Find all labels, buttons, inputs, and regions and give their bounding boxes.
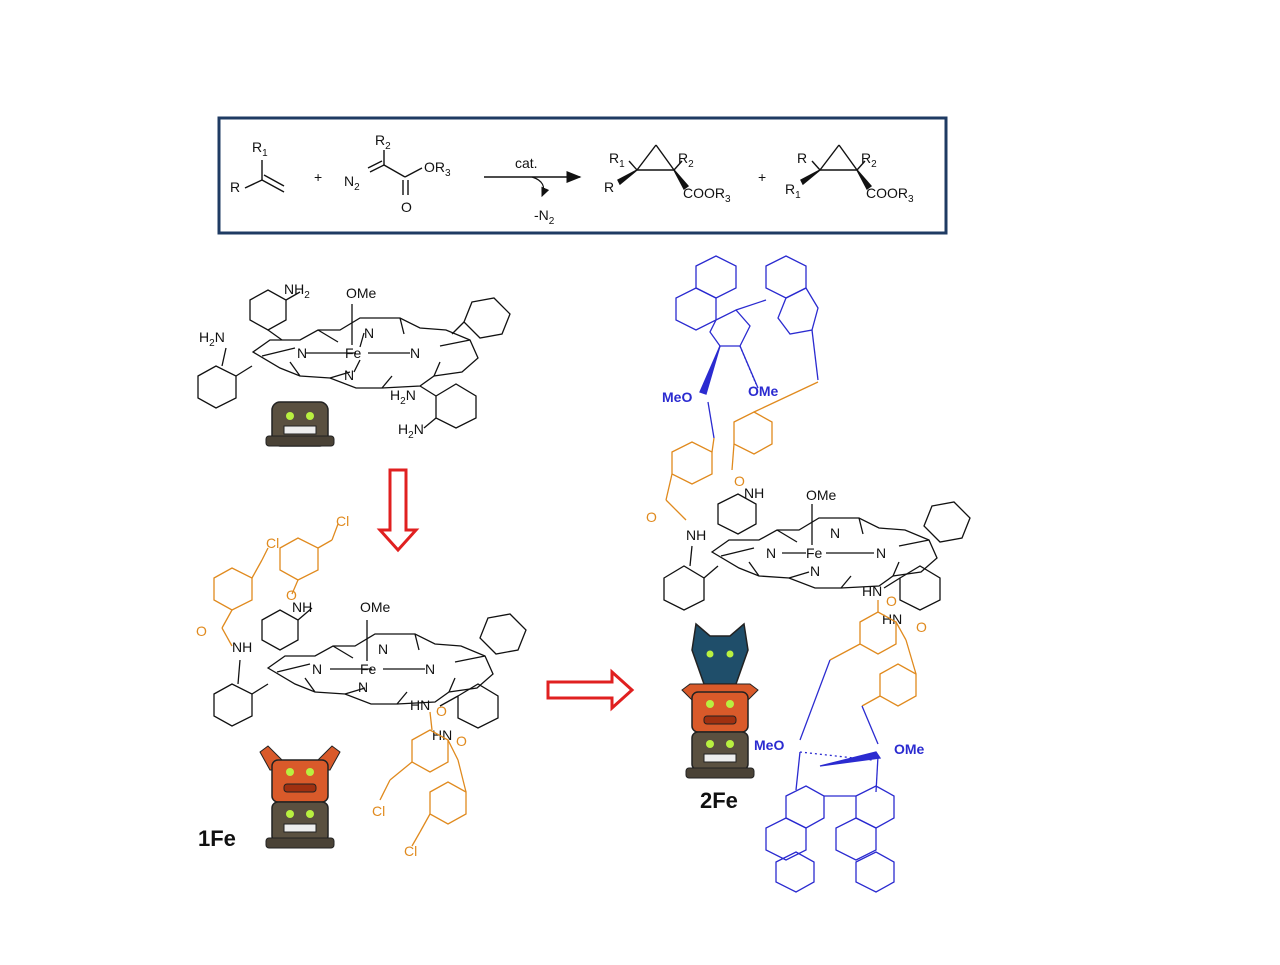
2fe-top-binaphthyl: [675, 255, 819, 439]
2fe-bottom-orange-linkers: [829, 600, 917, 707]
2fe-n-bottom: N: [810, 563, 820, 579]
p2-r1-label: R1: [785, 181, 801, 201]
2fe-o-bottom-2: O: [916, 619, 927, 635]
p1-r1-label: R1: [609, 150, 625, 170]
1fe-nh-left: NH: [232, 639, 252, 655]
1fe-o-top: O: [286, 587, 297, 603]
2fe-o-bottom-1: O: [886, 593, 897, 609]
2fe-bottom-binaphthyl: [765, 659, 895, 893]
alkene-r1-label: R1: [252, 139, 268, 159]
totem-three-heads-icon: [681, 622, 759, 779]
start-h2n-bottom: H2N: [398, 421, 424, 441]
cyclopropane-product-2: [800, 144, 873, 191]
start-h2n-right: H2N: [390, 387, 416, 407]
1fe-cl-3: Cl: [372, 803, 385, 819]
reaction-frame: [217, 116, 948, 235]
1fe-cl-4: Cl: [404, 843, 417, 859]
start-porphyrin: OMe Fe N N N N NH2 H2N H2N H2N: [197, 281, 511, 447]
plus-sign-2: +: [758, 169, 766, 185]
2fe-fe-label: Fe: [806, 545, 823, 561]
1fe-nh-top: NH: [292, 599, 312, 615]
1fe-ome-label: OMe: [360, 599, 391, 615]
p1-r-label: R: [604, 179, 614, 195]
start-ome-label: OMe: [346, 285, 377, 301]
alkene-r-label: R: [230, 179, 240, 195]
1fe-label: 1Fe: [198, 826, 236, 851]
catalyst-label: cat.: [515, 155, 538, 171]
1fe-n-right: N: [425, 661, 435, 677]
2fe-hn-1: HN: [862, 583, 882, 599]
1fe-hn-right-1: HN: [410, 697, 430, 713]
2fe-label: 2Fe: [700, 788, 738, 813]
2fe-ome-bottom: OMe: [894, 741, 925, 757]
1fe-o-left: O: [196, 623, 207, 639]
p2-r-label: R: [797, 150, 807, 166]
reaction-scheme: R1 R + R2 N2 OR3 O cat. -N2: [217, 116, 948, 235]
1fe-cl-1: Cl: [266, 535, 279, 551]
diazo-r2-label: R2: [375, 132, 391, 152]
p2-coor3-label: COOR3: [866, 185, 914, 205]
2fe-n-right: N: [876, 545, 886, 561]
2fe-o-left: O: [646, 509, 657, 525]
2fe-hn-2: HN: [882, 611, 902, 627]
start-n-left: N: [297, 345, 307, 361]
intermediate-1fe: OMe Fe N N N N NH NH HN HN: [196, 513, 527, 859]
1fe-cl-2: Cl: [336, 513, 349, 529]
1fe-hn-right-2: HN: [432, 727, 452, 743]
start-n-top: N: [364, 325, 374, 341]
1fe-o-right-1: O: [436, 703, 447, 719]
start-h2n-left: H2N: [199, 329, 225, 349]
start-fe-label: Fe: [345, 345, 362, 361]
diazo-or3-label: OR3: [424, 159, 451, 179]
start-nh2-top: NH2: [284, 281, 310, 301]
n2-loss-arrow: [531, 176, 550, 198]
diazo-n2-label: N2: [344, 173, 360, 193]
p1-coor3-label: COOR3: [683, 185, 731, 205]
p2-r2-label: R2: [861, 150, 877, 170]
diazo-reactant: [367, 150, 423, 195]
p1-r2-label: R2: [678, 150, 694, 170]
product-2fe: MeO OMe O O NH NH: [646, 255, 971, 893]
1fe-n-bottom: N: [358, 679, 368, 695]
alkene-reactant: [244, 160, 285, 193]
2fe-n-top: N: [830, 525, 840, 541]
n2-byproduct-label: -N2: [534, 207, 555, 227]
2fe-meo-top: MeO: [662, 389, 692, 405]
1fe-fe-label: Fe: [360, 661, 377, 677]
1fe-orange-arms: [213, 523, 467, 847]
2fe-top-orange-linkers: [665, 381, 819, 521]
totem-head-dark-icon: [265, 401, 335, 447]
cyclopropane-product-1: [617, 144, 690, 191]
down-arrow-red: [376, 468, 420, 553]
1fe-n-top: N: [378, 641, 388, 657]
2fe-nh-left: NH: [686, 527, 706, 543]
plus-sign-1: +: [314, 169, 322, 185]
right-arrow-red: [546, 668, 635, 712]
2fe-porphyrin-skeleton: [663, 493, 971, 611]
diazo-o-label: O: [401, 199, 412, 215]
start-porphyrin-skeleton: [197, 289, 511, 429]
2fe-ome-top: OMe: [748, 383, 779, 399]
1fe-o-right-2: O: [456, 733, 467, 749]
2fe-nh-top: NH: [744, 485, 764, 501]
2fe-ome-center: OMe: [806, 487, 837, 503]
1fe-porphyrin-skeleton: [213, 607, 527, 729]
2fe-n-left: N: [766, 545, 776, 561]
totem-two-heads-icon: [259, 745, 341, 849]
2fe-meo-bottom: MeO: [754, 737, 784, 753]
2fe-o-top: O: [734, 473, 745, 489]
start-n-bottom: N: [344, 367, 354, 383]
start-n-right: N: [410, 345, 420, 361]
1fe-n-left: N: [312, 661, 322, 677]
